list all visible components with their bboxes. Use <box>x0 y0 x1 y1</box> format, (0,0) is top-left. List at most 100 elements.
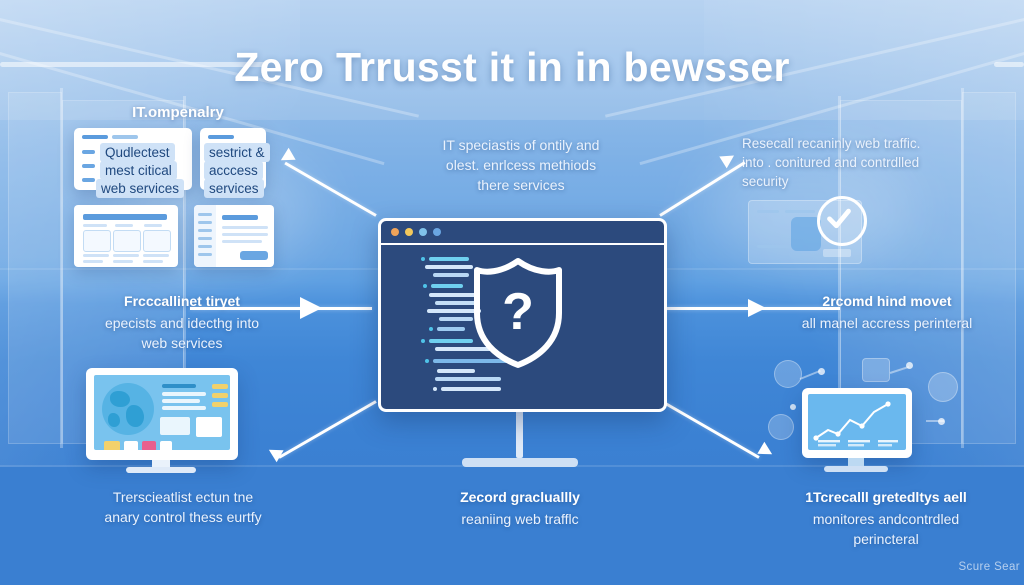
text-line: into . conitured and contrdlled <box>742 155 920 171</box>
list-item: mest citical <box>100 161 177 180</box>
list-item: Qudlectest <box>100 143 175 162</box>
mock-sub-2 <box>115 224 133 227</box>
analytics-monitor <box>802 388 912 458</box>
mullion-1 <box>60 88 63 448</box>
code-bullet <box>421 339 425 343</box>
floating-connector <box>926 420 944 422</box>
doc-line-1 <box>222 226 268 229</box>
doc-sidebar <box>194 205 216 267</box>
code-bullet <box>423 284 427 288</box>
globe-landmass-2 <box>126 405 144 427</box>
code-line <box>435 301 477 305</box>
floating-icon-mail <box>862 358 890 382</box>
glass-pane-l1 <box>8 92 62 444</box>
mock-sub-3 <box>144 224 162 227</box>
floating-node <box>906 362 913 369</box>
top-center-text: IT speciastis of ontily and olest. enrlc… <box>412 136 630 196</box>
code-line <box>429 293 479 297</box>
traffic-light-dot[interactable] <box>433 228 441 236</box>
code-line <box>437 369 475 373</box>
top-left-heading-block: IT.ompenalry <box>58 102 298 125</box>
code-bullet <box>433 387 437 391</box>
bottom-center-heading: Zecord gracluallly <box>460 489 580 505</box>
code-bullet <box>425 359 429 363</box>
doc-nav-1 <box>198 213 212 216</box>
dash-kpi <box>212 384 228 389</box>
mock-sub-1 <box>83 224 107 227</box>
doc-button <box>240 251 268 260</box>
title-streak-left <box>0 62 268 67</box>
dash-card-b <box>196 417 222 437</box>
doc-line-3 <box>222 240 262 243</box>
dash-swatch-yellow <box>104 441 120 450</box>
list-item: web services <box>96 179 185 198</box>
list-card-left: Qudlectest mest citical web services <box>74 128 192 198</box>
analytics-monitor-base <box>824 466 888 472</box>
code-line <box>433 359 511 363</box>
mock-foot-2 <box>113 254 139 257</box>
text-line: monitores andcontrdled <box>812 510 960 527</box>
text-line: IT speciastis of ontily and <box>442 137 600 153</box>
glass-pane-r1 <box>962 92 1016 444</box>
globe-landmass-3 <box>108 413 120 427</box>
globe-icon <box>102 383 154 435</box>
floating-node <box>938 418 945 425</box>
mock-foot-3 <box>143 254 169 257</box>
code-line <box>439 317 473 321</box>
code-line <box>431 284 463 288</box>
doc-heading <box>222 215 258 220</box>
doc-nav-5 <box>198 245 212 248</box>
globe-landmass-1 <box>110 391 130 407</box>
check-circle-icon <box>817 196 867 246</box>
mullion-2 <box>183 96 186 446</box>
list-card-right: sestrict & acccess services <box>200 128 270 198</box>
line-chart-icon <box>813 401 898 447</box>
code-line <box>435 347 493 351</box>
code-line <box>441 387 501 391</box>
browser-window: ? <box>378 218 667 412</box>
top-left-heading: IT.ompenalry <box>132 104 224 121</box>
dash-kpi <box>212 402 228 407</box>
question-mark-icon: ? <box>502 283 534 341</box>
arrow-head-left-horizontal <box>300 297 322 319</box>
code-bullet <box>421 257 425 261</box>
analytics-monitor-stand <box>848 458 864 468</box>
code-line <box>437 327 465 331</box>
code-line <box>435 377 501 381</box>
traffic-light-dot[interactable] <box>419 228 427 236</box>
title-streak-right <box>994 62 1024 67</box>
analytics-screen <box>808 394 906 450</box>
text-line: reaniing web trafflc <box>461 510 579 527</box>
watermark: Scure Sear <box>958 561 1020 573</box>
code-line <box>427 309 481 313</box>
arrow-head-right-horizontal <box>748 299 766 317</box>
traffic-light-dot[interactable] <box>391 228 399 236</box>
mock-foot-5 <box>113 260 133 263</box>
text-line: epecists and idecthg into <box>104 314 260 331</box>
code-line <box>429 339 473 343</box>
card-rule-b <box>112 135 138 139</box>
bottom-left-text: Trerscieatlist ectun tne anary control t… <box>58 488 308 528</box>
list-item: acccess <box>204 161 263 180</box>
text-line: olest. enrlcess methiods <box>445 156 597 173</box>
row-tick-1 <box>82 150 95 154</box>
bottom-right-heading: 1Tcrecalll gretedltys aell <box>805 489 967 505</box>
mullion-3 <box>961 88 964 448</box>
mock-foot-4 <box>83 260 103 263</box>
mock-card-document <box>194 205 274 267</box>
tile-1 <box>83 230 111 252</box>
floor <box>0 467 1024 585</box>
shield-icon: ? <box>473 257 563 369</box>
doc-line-2 <box>222 233 268 236</box>
text-line: Resecall recaninly web traffic. <box>742 136 921 151</box>
tile-3 <box>143 230 171 252</box>
text-line: security <box>742 174 789 190</box>
mock-card-tiles <box>74 205 178 267</box>
dash-line <box>162 392 206 396</box>
doc-nav-3 <box>198 229 212 232</box>
dashboard-monitor-stand <box>152 460 170 469</box>
traffic-light-dot[interactable] <box>405 228 413 236</box>
floating-node <box>790 404 796 410</box>
text-line: perincteral <box>853 530 919 547</box>
